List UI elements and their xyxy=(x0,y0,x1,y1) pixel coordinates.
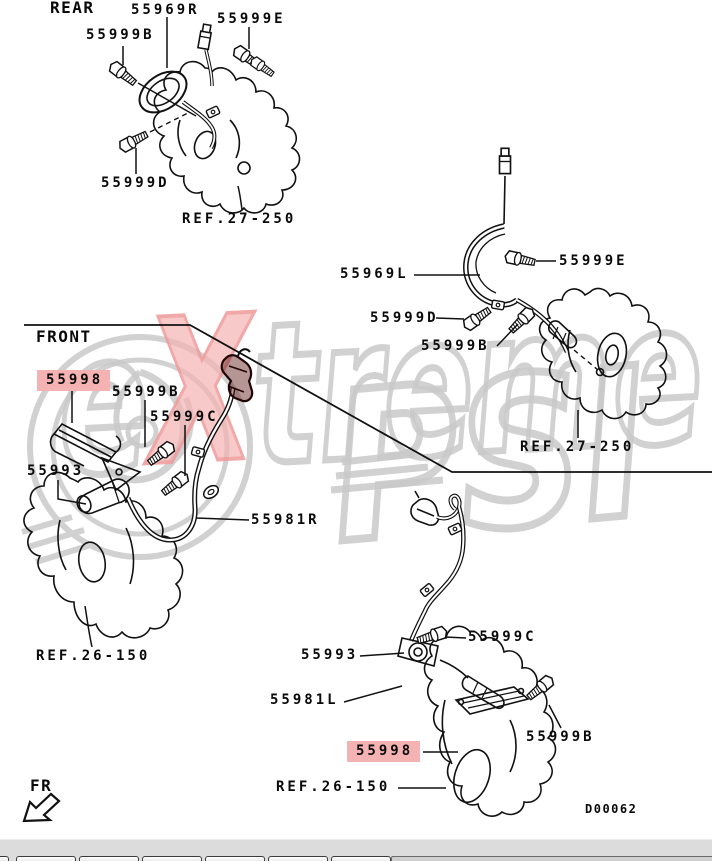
part-label-ref.27-250: REF.27-250 xyxy=(182,211,297,227)
taskbar-button-4[interactable] xyxy=(205,856,265,861)
part-label-55993: 55993 xyxy=(301,647,359,663)
part-label-ref.26-150: REF.26-150 xyxy=(36,648,151,664)
part-label-front: FRONT xyxy=(36,327,92,346)
section-divider-lines xyxy=(24,324,712,473)
part-label-55999e: 55999E xyxy=(559,253,628,269)
watermark-logo-wheel xyxy=(21,334,444,565)
part-label-55999d: 55999D xyxy=(370,310,439,326)
taskbar-button-5[interactable] xyxy=(268,856,328,861)
part-label-55969r: 55969R xyxy=(131,2,200,18)
taskbar-button-3[interactable] xyxy=(142,856,202,861)
taskbar-button-1[interactable] xyxy=(16,856,76,861)
part-label-ref.26-150: REF.26-150 xyxy=(276,779,391,795)
watermark-red-x: X xyxy=(134,272,265,511)
watermark-sub-text: PSI xyxy=(322,325,657,590)
part-label-55981r: 55981R xyxy=(251,512,320,528)
part-label-55999e: 55999E xyxy=(217,11,286,27)
part-label-55999b: 55999B xyxy=(421,338,490,354)
part-label-ref.27-250: REF.27-250 xyxy=(520,439,635,455)
taskbar-button-6[interactable] xyxy=(331,856,391,861)
part-label-55999c: 55999C xyxy=(468,629,537,645)
rear-left-assembly xyxy=(414,147,668,438)
part-label-55999b: 55999B xyxy=(526,729,595,745)
part-label-rear: REAR xyxy=(50,0,95,17)
taskbar-panel[interactable] xyxy=(391,856,712,861)
front-left-assembly xyxy=(343,490,562,817)
part-label-55999c: 55999C xyxy=(150,409,219,425)
part-label-55981l: 55981L xyxy=(270,692,339,708)
part-label-55998: 55998 xyxy=(37,370,111,391)
front-right-knuckle xyxy=(23,471,184,639)
part-label-55999b: 55999B xyxy=(86,27,155,43)
rear-left-knuckle xyxy=(538,287,668,420)
part-label-d00062: D00062 xyxy=(585,802,638,816)
part-label-fr: FR xyxy=(30,776,53,795)
rear-right-assembly xyxy=(106,17,301,214)
part-label-55993: 55993 xyxy=(27,463,85,479)
bottom-status-strip xyxy=(0,839,712,861)
fr-direction-arrow xyxy=(22,792,61,823)
watermark-brand-text: eXtreme xyxy=(51,249,708,519)
part-label-55999d: 55999D xyxy=(101,175,170,191)
taskbar-button-edge[interactable] xyxy=(0,856,9,861)
part-label-55969l: 55969L xyxy=(340,266,409,282)
part-label-55999b: 55999B xyxy=(112,384,181,400)
front-left-knuckle xyxy=(423,625,557,817)
taskbar-button-2[interactable] xyxy=(79,856,139,861)
front-right-assembly xyxy=(23,348,254,648)
rear-right-knuckle xyxy=(152,60,301,214)
part-label-55998: 55998 xyxy=(347,741,421,762)
